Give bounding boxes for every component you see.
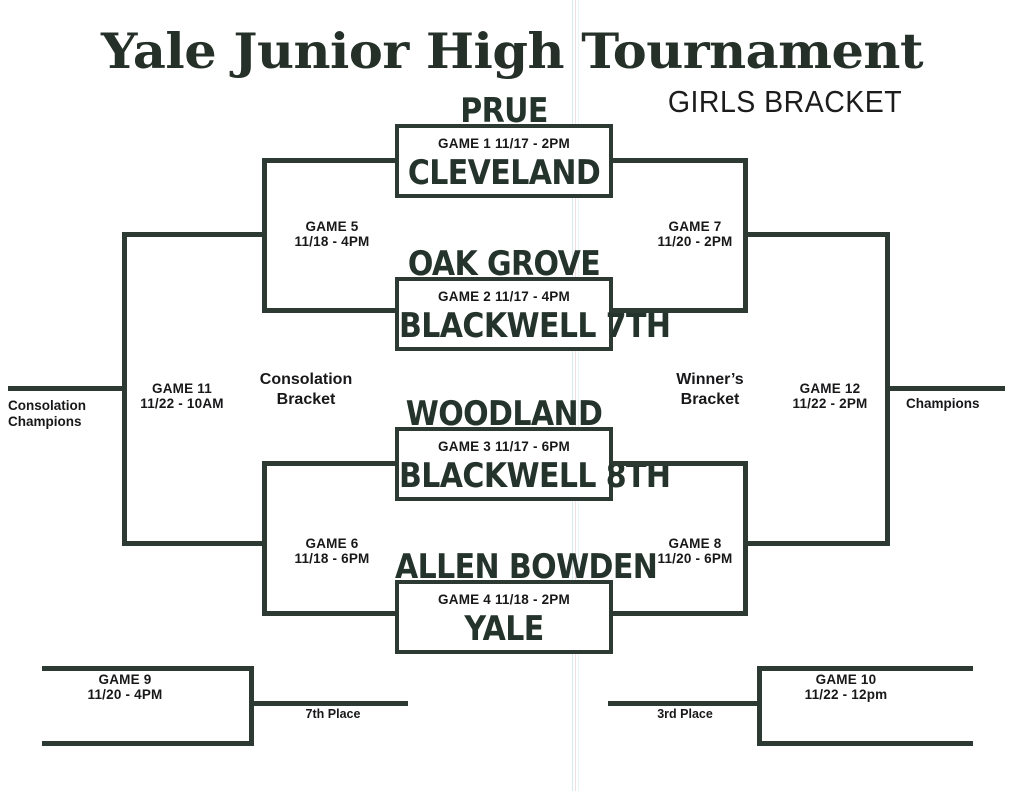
page-title: Yale Junior High Tournament: [101, 22, 923, 80]
game-1-team: CLEVELAND: [407, 154, 601, 194]
game-5-vertical-connector: [262, 158, 267, 313]
game-8-bottom-connector: [611, 611, 748, 616]
game-8-label: GAME 8 11/20 - 6PM: [625, 536, 765, 566]
game-7-vertical-connector: [743, 158, 748, 313]
game-10-label: GAME 10 11/22 - 12pm: [776, 672, 916, 702]
game-10-name: GAME 10: [815, 672, 877, 687]
game-9-bottom-connector: [42, 741, 254, 746]
game-3-meta: GAME 3 11/17 - 6PM: [438, 439, 570, 454]
game-5-name: GAME 5: [305, 219, 359, 234]
game-10-bottom-connector: [757, 741, 973, 746]
game-9-vertical-connector: [249, 666, 254, 746]
consolation-champions-line1: Consolation: [8, 398, 86, 413]
consolation-bracket-label: Consolation Bracket: [238, 370, 374, 410]
game-9-output-connector: [252, 701, 408, 706]
game-4-team: YALE: [464, 610, 544, 650]
game-11-top-connector: [122, 232, 264, 237]
game-8-name: GAME 8: [668, 536, 722, 551]
consolation-champions-connector: [8, 386, 124, 391]
game-6-label: GAME 6 11/18 - 6PM: [262, 536, 402, 566]
game-2-team: BLACKWELL 7TH: [399, 307, 671, 347]
champions-label: Champions: [906, 396, 980, 412]
game-11-vertical-connector: [122, 232, 127, 546]
game-1-box[interactable]: GAME 1 11/17 - 2PM CLEVELAND: [395, 124, 613, 198]
game-10-time: 11/22 - 12pm: [804, 687, 888, 702]
game-3-team: BLACKWELL 8TH: [399, 457, 671, 497]
game-4-box[interactable]: GAME 4 11/18 - 2PM YALE: [395, 580, 613, 654]
game-10-top-connector: [757, 666, 973, 671]
game-11-label: GAME 11 11/22 - 10AM: [127, 381, 237, 411]
game-11-name: GAME 11: [152, 381, 212, 396]
game-6-name: GAME 6: [305, 536, 359, 551]
winners-bracket-line2: Bracket: [680, 391, 740, 408]
game-10-input-connector: [608, 701, 759, 706]
third-place-label: 3rd Place: [657, 707, 713, 721]
winners-bracket-label: Winner’s Bracket: [646, 370, 774, 410]
consolation-champions-label: Consolation Champions: [8, 398, 86, 430]
champions-connector: [886, 386, 1005, 391]
game-10-vertical-connector: [757, 666, 762, 746]
champions-text: Champions: [906, 396, 980, 411]
game-12-time: 11/22 - 2PM: [792, 396, 868, 411]
game-9-time: 11/20 - 4PM: [87, 687, 163, 702]
seventh-place-label: 7th Place: [305, 707, 361, 721]
game-6-bottom-connector: [262, 611, 398, 616]
game-1-meta: GAME 1 11/17 - 2PM: [438, 136, 570, 151]
scan-artifact-line: [575, 0, 576, 791]
game-7-name: GAME 7: [668, 219, 722, 234]
game-2-meta: GAME 2 11/17 - 4PM: [438, 289, 570, 304]
game-5-top-connector: [262, 158, 398, 163]
bracket-subtitle: GIRLS BRACKET: [667, 84, 903, 119]
game-6-time: 11/18 - 6PM: [294, 551, 370, 566]
game-5-bottom-connector: [262, 308, 398, 313]
game-9-label: GAME 9 11/20 - 4PM: [55, 672, 195, 702]
winners-bracket-line1: Winner’s: [676, 371, 744, 388]
consolation-bracket-line2: Bracket: [276, 391, 336, 408]
game-11-bottom-connector: [122, 541, 264, 546]
game-9-top-connector: [42, 666, 254, 671]
game-5-time: 11/18 - 4PM: [294, 234, 370, 249]
game-4-meta: GAME 4 11/18 - 2PM: [438, 592, 570, 607]
game-6-top-connector: [262, 461, 398, 466]
game-5-label: GAME 5 11/18 - 4PM: [262, 219, 402, 249]
game-12-label: GAME 12 11/22 - 2PM: [778, 381, 882, 411]
game-6-vertical-connector: [262, 461, 267, 616]
game-7-label: GAME 7 11/20 - 2PM: [625, 219, 765, 249]
consolation-bracket-line1: Consolation: [259, 371, 353, 388]
game-8-top-connector: [611, 461, 748, 466]
scan-artifact-line: [578, 0, 579, 791]
game-12-top-connector: [746, 232, 890, 237]
scan-artifact-line: [572, 0, 573, 791]
game-9-name: GAME 9: [98, 672, 152, 687]
game-11-time: 11/22 - 10AM: [140, 396, 224, 411]
game-7-bottom-connector: [611, 308, 748, 313]
game-12-name: GAME 12: [799, 381, 861, 396]
game-12-bottom-connector: [746, 541, 890, 546]
game-7-time: 11/20 - 2PM: [657, 234, 733, 249]
game-8-vertical-connector: [743, 461, 748, 616]
game-2-box[interactable]: GAME 2 11/17 - 4PM BLACKWELL 7TH: [395, 277, 671, 351]
game-3-box[interactable]: GAME 3 11/17 - 6PM BLACKWELL 8TH: [395, 427, 671, 501]
consolation-champions-line2: Champions: [8, 414, 82, 429]
game-8-time: 11/20 - 6PM: [657, 551, 733, 566]
game-7-top-connector: [611, 158, 748, 163]
